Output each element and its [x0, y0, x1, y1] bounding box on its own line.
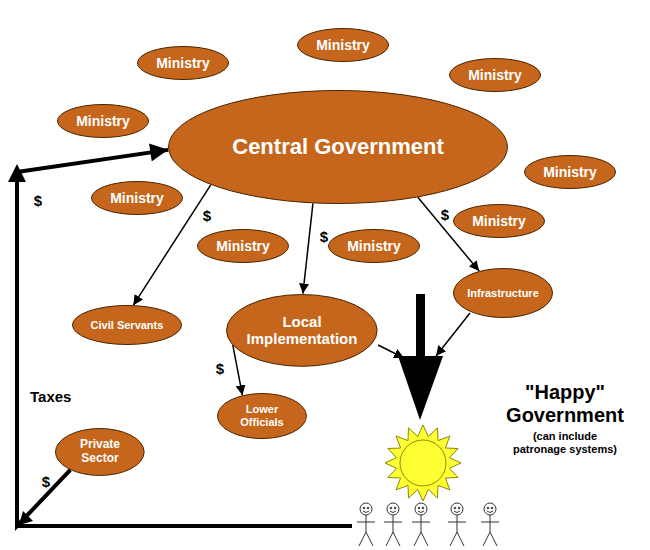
node-text-group: Ministry [316, 37, 370, 53]
stick-figure [412, 503, 430, 546]
node-label: Central Government [232, 134, 444, 159]
central-ellipse: Central Government [168, 90, 508, 204]
sun [385, 425, 461, 501]
ellipse-node: Ministry [524, 155, 616, 189]
ellipse-node: Ministry [57, 104, 149, 138]
node-label: Lower Officials [233, 403, 291, 428]
stick-figure [448, 503, 466, 546]
flow-arrow [436, 313, 470, 356]
ellipse-shape [218, 393, 307, 438]
stick-figure [384, 503, 402, 546]
ellipse-node: Private Sector [55, 428, 145, 476]
sun-disc [400, 440, 446, 486]
ellipse-node: Ministry [449, 58, 541, 92]
ellipse-node: Ministry [328, 229, 420, 263]
ellipse-shape [169, 91, 508, 204]
node-label: Ministry [472, 213, 526, 229]
node-label: Private Sector [72, 438, 128, 466]
ellipse-shape [454, 205, 545, 238]
flow-arrow [378, 345, 404, 358]
ellipse-node: Local Implementation [226, 294, 378, 367]
money-flow-arrow [233, 345, 243, 395]
node-label: Ministry [468, 67, 522, 83]
ellipse-node: Infrastructure [453, 268, 553, 318]
ellipse-node: Lower Officials [217, 393, 307, 439]
node-text-group: Ministry [468, 67, 522, 83]
node-label: Local Implementation [243, 313, 361, 348]
node-text-group: Ministry [347, 238, 401, 254]
money-sign: $ [40, 473, 52, 490]
node-text-group: Ministry [543, 164, 597, 180]
stick-figure [481, 503, 499, 546]
ellipse-shape [298, 29, 389, 62]
node-text-group: Infrastructure [467, 287, 539, 300]
edge-label: $ [202, 208, 212, 223]
money-flow-arrow [303, 203, 313, 293]
node-label: Infrastructure [467, 287, 539, 300]
node-text-group: Ministry [110, 190, 164, 206]
ellipse-node: Ministry [297, 28, 389, 62]
node-text-group: Ministry [156, 55, 210, 71]
ellipse-shape [198, 230, 289, 263]
node-label: Ministry [110, 190, 164, 206]
node-label: Ministry [156, 55, 210, 71]
edge-label: $ [319, 229, 329, 244]
node-label: Ministry [216, 238, 270, 254]
ellipse-shape [92, 182, 183, 215]
node-text-group: Private Sector [72, 438, 128, 466]
note-label: (can include patronage systems) [505, 430, 625, 455]
node-label: Ministry [347, 238, 401, 254]
ellipse-shape [450, 59, 541, 92]
node-text-group: Central Government [232, 134, 444, 159]
stick-figure [357, 503, 375, 546]
big-arrow-head [398, 356, 443, 420]
big-arrow-shaft [416, 294, 425, 358]
node-label: Ministry [76, 113, 130, 129]
people [357, 503, 499, 546]
ellipse-node: Ministry [453, 204, 545, 238]
ellipse-shape [73, 306, 182, 345]
node-text-group: Ministry [472, 213, 526, 229]
node-text-group: Local Implementation [243, 313, 361, 348]
sun-rays [385, 425, 461, 501]
node-label: Civil Servants [91, 319, 164, 332]
note-label: "Happy" Government [490, 381, 640, 427]
node-text-group: Ministry [216, 238, 270, 254]
edge-label: $ [33, 193, 43, 208]
node-text-group: Lower Officials [233, 403, 291, 428]
ellipse-shape [454, 269, 553, 318]
edge-label: $ [215, 361, 225, 376]
node-label: Ministry [543, 164, 597, 180]
note-label: Taxes [30, 388, 90, 405]
ellipse-shape [56, 429, 145, 476]
ellipse-shape [58, 105, 149, 138]
node-text-group: Civil Servants [91, 319, 164, 332]
node-text-group: Ministry [76, 113, 130, 129]
node-label: Ministry [316, 37, 370, 53]
edge-label: $ [440, 207, 450, 222]
ellipse-node: Civil Servants [72, 305, 182, 345]
ground-line [15, 524, 352, 528]
ellipse-node: Ministry [91, 181, 183, 215]
ellipse-shape [227, 294, 378, 366]
ellipse-shape [329, 230, 420, 263]
ellipse-shape [138, 47, 229, 80]
ellipse-node: Ministry [197, 229, 289, 263]
ellipse-shape [525, 156, 616, 189]
ellipse-node: Ministry [137, 46, 229, 80]
